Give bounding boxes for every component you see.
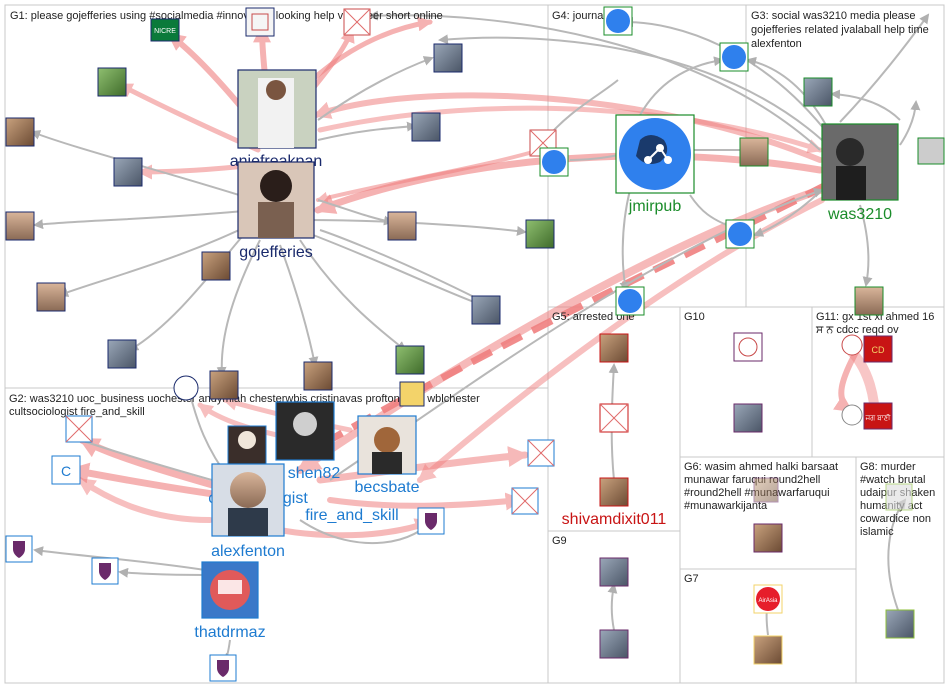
node-avatar[interactable] [526,220,554,248]
node-avatar[interactable] [412,113,440,141]
node-label-alexfenton: alexfenton [211,543,285,560]
node-label-fire-and-skill: fire_and_skill [305,507,398,524]
svg-text:C: C [61,463,71,479]
node-label-shen82: shen82 [288,465,341,482]
node-gojefferies[interactable]: gojefferies [238,162,314,261]
node-avatar[interactable] [210,371,238,399]
node-avatar[interactable] [37,283,65,311]
node-becsbate[interactable]: becsbate [355,416,420,496]
node-jmir-icon[interactable] [604,7,632,35]
group-box-g10 [680,307,812,457]
node-avatar[interactable] [734,333,762,361]
node-label-jmirpub: jmirpub [628,198,682,215]
group-label-g8-line6: islamic [860,526,894,538]
node-avatar[interactable] [472,296,500,324]
node-avatar[interactable] [740,138,768,166]
group-label-g6-line2: munawar faruqui round2hell [684,474,820,486]
group-label-g10: G10 [684,311,705,323]
node-avatar[interactable] [855,287,883,315]
node-avatar[interactable] [734,404,762,432]
node-avatar[interactable] [886,484,912,510]
group-label-g11-line2: ਸ ਨ cdcc reqd ov [815,324,899,336]
group-label-g3: G3: social was3210 media please [751,10,915,22]
node-label-becsbate: becsbate [355,479,420,496]
node-avatar[interactable] [6,212,34,240]
node-jmir-icon[interactable] [540,148,568,176]
node-aniefreakpan[interactable]: aniefreakpan [230,70,323,170]
node-avatar[interactable] [600,478,628,506]
group-label-g4: G4: journals [552,10,612,22]
node-avatar[interactable] [842,335,862,355]
edges-red [72,22,875,535]
node-shivamdixit011[interactable]: shivamdixit011 [562,511,667,528]
node-broken-image[interactable] [344,9,370,35]
node-avatar[interactable] [246,8,274,36]
airasia-badge-text: AirAsia [758,598,778,604]
node-avatar[interactable] [6,118,34,146]
jagbani-badge-text: ਜਗ ਬਾਣੀ [865,414,892,422]
node-was3210[interactable]: was3210 [822,124,898,223]
node-label-thatdrmaz: thatdrmaz [194,624,265,641]
node-thatdrmaz[interactable]: thatdrmaz [194,562,265,641]
node-avatar[interactable] [754,478,778,502]
node-avatar[interactable]: NICRE [151,19,179,41]
group-label-g7: G7 [684,573,699,585]
node-broken-image[interactable] [600,404,628,432]
group-label-g3-line3: alexfenton [751,38,802,50]
node-avatar[interactable] [600,334,628,362]
node-shield-icon[interactable] [418,508,444,534]
node-jagbani-logo[interactable]: ਜਗ ਬਾਣੀ [864,403,892,429]
group-label-g8-line5: cowardice non [860,513,931,525]
node-fire-and-skill[interactable]: fire_and_skill [305,507,398,524]
node-broken-image[interactable] [528,440,554,466]
node-avatar[interactable] [434,44,462,72]
node-jmir-icon[interactable] [726,220,754,248]
node-avatar[interactable] [754,636,782,664]
node-avatar[interactable] [108,340,136,368]
node-avatar[interactable] [842,405,862,425]
nicre-badge-text: NICRE [154,28,176,35]
node-avatar[interactable] [600,558,628,586]
node-avatar[interactable] [396,346,424,374]
node-avatar[interactable] [918,138,944,164]
node-uoc-logo[interactable]: C [52,456,80,484]
node-cd-logo[interactable]: CD [864,336,892,362]
node-label-shivamdixit011: shivamdixit011 [562,511,667,528]
cd-badge-text: CD [872,345,885,355]
node-avatar[interactable] [114,158,142,186]
node-shield-icon[interactable] [210,655,236,681]
node-avatar[interactable] [804,78,832,106]
node-shield-icon[interactable] [6,536,32,562]
node-avatar[interactable] [174,376,198,400]
group-label-g6: G6: wasim ahmed halki barsaat [684,461,838,473]
node-jmir-icon[interactable] [616,287,644,315]
edges-grey [32,15,928,662]
group-label-g3-line2: gojefferies related jvalaball help time [751,24,929,36]
node-avatar[interactable] [228,426,266,464]
node-alexfenton[interactable]: alexfenton [211,464,285,560]
node-avatar[interactable] [202,252,230,280]
node-avatar[interactable] [304,362,332,390]
node-airasia-logo[interactable]: AirAsia [754,585,782,613]
node-avatar[interactable] [600,630,628,658]
node-broken-image[interactable] [512,488,538,514]
group-label-g8: G8: murder [860,461,916,473]
group-box-g9 [548,531,680,683]
node-avatar[interactable] [388,212,416,240]
group-label-g9: G9 [552,535,567,547]
node-jmir-icon[interactable] [720,43,748,71]
node-broken-image[interactable] [66,416,92,442]
node-label-gojefferies: gojefferies [239,244,313,261]
node-avatar[interactable] [886,610,914,638]
node-avatar[interactable] [400,382,424,406]
node-label-was3210: was3210 [827,206,892,223]
node-shen82[interactable]: shen82 [276,402,340,482]
node-shield-icon[interactable] [92,558,118,584]
node-avatar[interactable] [754,524,782,552]
group-label-g1: G1: please gojefferies using #socialmedi… [10,10,443,22]
node-avatar[interactable] [98,68,126,96]
